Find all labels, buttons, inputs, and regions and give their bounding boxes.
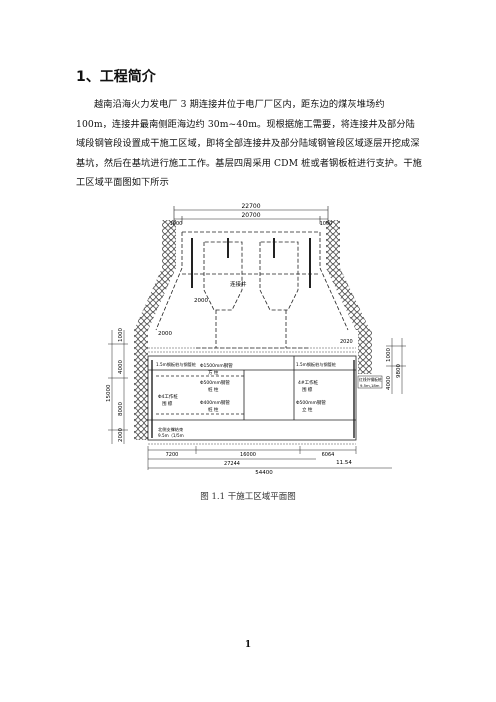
dim-bottom-total: 54400 bbox=[255, 470, 273, 474]
label-bottom-note2: 9.5m（1/5m bbox=[158, 433, 184, 438]
pile-wall-left-diag bbox=[134, 268, 176, 330]
site-plan-figure: 22700 20700 1000 1000 连接井 2000 2000 bbox=[96, 198, 416, 476]
dim-left-3: 8000 bbox=[118, 402, 124, 416]
label-pipe2: Φ500mm钢管 bbox=[200, 379, 230, 386]
label-pipe1: Φ1500mm钢管 bbox=[200, 362, 233, 369]
dim-right-corner: 2020 bbox=[340, 339, 353, 345]
dim-right-1: 1000 bbox=[386, 348, 392, 362]
site-plan-drawing: 22700 20700 1000 1000 连接井 2000 2000 bbox=[106, 203, 406, 476]
pile-wall-left-lower bbox=[134, 330, 148, 440]
label-right-note: 红线外钢板桩 bbox=[359, 377, 382, 382]
label-pipe2b: 桩 柱 bbox=[208, 386, 219, 393]
dim-bottom-b: 16000 bbox=[240, 452, 256, 458]
label-right-note2: 9.5m,18m bbox=[360, 383, 380, 388]
label-pipe1b: 方 柱 bbox=[208, 369, 219, 376]
dim-left-total: 15000 bbox=[106, 384, 112, 402]
figure-caption: 图 1.1 干施工区域平面图 bbox=[200, 492, 296, 502]
page-number: 1 bbox=[244, 640, 252, 650]
label-work2: 4#工作桩 bbox=[298, 379, 319, 386]
dim-left-4: 2000 bbox=[118, 428, 124, 442]
dim-top-total: 22700 bbox=[241, 203, 260, 210]
dim-left-1: 1000 bbox=[118, 328, 124, 342]
label-bottom-note: 北侧支撑结束 bbox=[158, 426, 184, 433]
label-work1: Φ4工作桩 bbox=[158, 393, 178, 400]
pile-wall-right-diag bbox=[326, 268, 370, 330]
label-work1b: 围 檩 bbox=[162, 400, 173, 407]
dim-left-2: 4000 bbox=[118, 360, 124, 374]
section-heading: 1、工程简介 bbox=[76, 69, 156, 85]
label-top-note-right: 1.5m钢板桩与钢管桩 bbox=[296, 361, 336, 368]
label-pipe4: Φ500mm钢管 bbox=[296, 399, 326, 406]
dim-bottom-c: 6064 bbox=[322, 452, 335, 458]
dim-bottom-mid: 27244 bbox=[224, 461, 240, 467]
label-pipe3b: 桩 柱 bbox=[208, 406, 219, 413]
dim-right-2: 4000 bbox=[386, 376, 392, 390]
dim-diag-2: 2000 bbox=[158, 331, 172, 337]
dim-right-total: 9800 bbox=[396, 364, 402, 378]
pile-wall-left-top bbox=[162, 220, 176, 268]
dim-top-inner: 20700 bbox=[241, 212, 260, 219]
label-pipe3: Φ400mm钢管 bbox=[200, 399, 230, 406]
label-connection-well: 连接井 bbox=[230, 280, 247, 288]
pile-wall-right-lower bbox=[358, 330, 372, 374]
body-paragraph: 越南沿海火力发电厂 3 期连接井位于电厂厂区内，距东边的煤灰堆场约 100m，连… bbox=[76, 99, 422, 188]
label-top-note-left: 1.5m钢板桩与钢管桩 bbox=[156, 361, 196, 368]
dim-bottom-right: 11.54 bbox=[336, 460, 352, 466]
label-work2b: 围 檩 bbox=[302, 386, 313, 393]
dim-bottom-a: 7200 bbox=[166, 452, 179, 458]
pile-wall-right-top bbox=[326, 220, 340, 268]
dim-diag-1: 2000 bbox=[194, 298, 208, 304]
label-pipe4b: 立 柱 bbox=[302, 406, 313, 413]
